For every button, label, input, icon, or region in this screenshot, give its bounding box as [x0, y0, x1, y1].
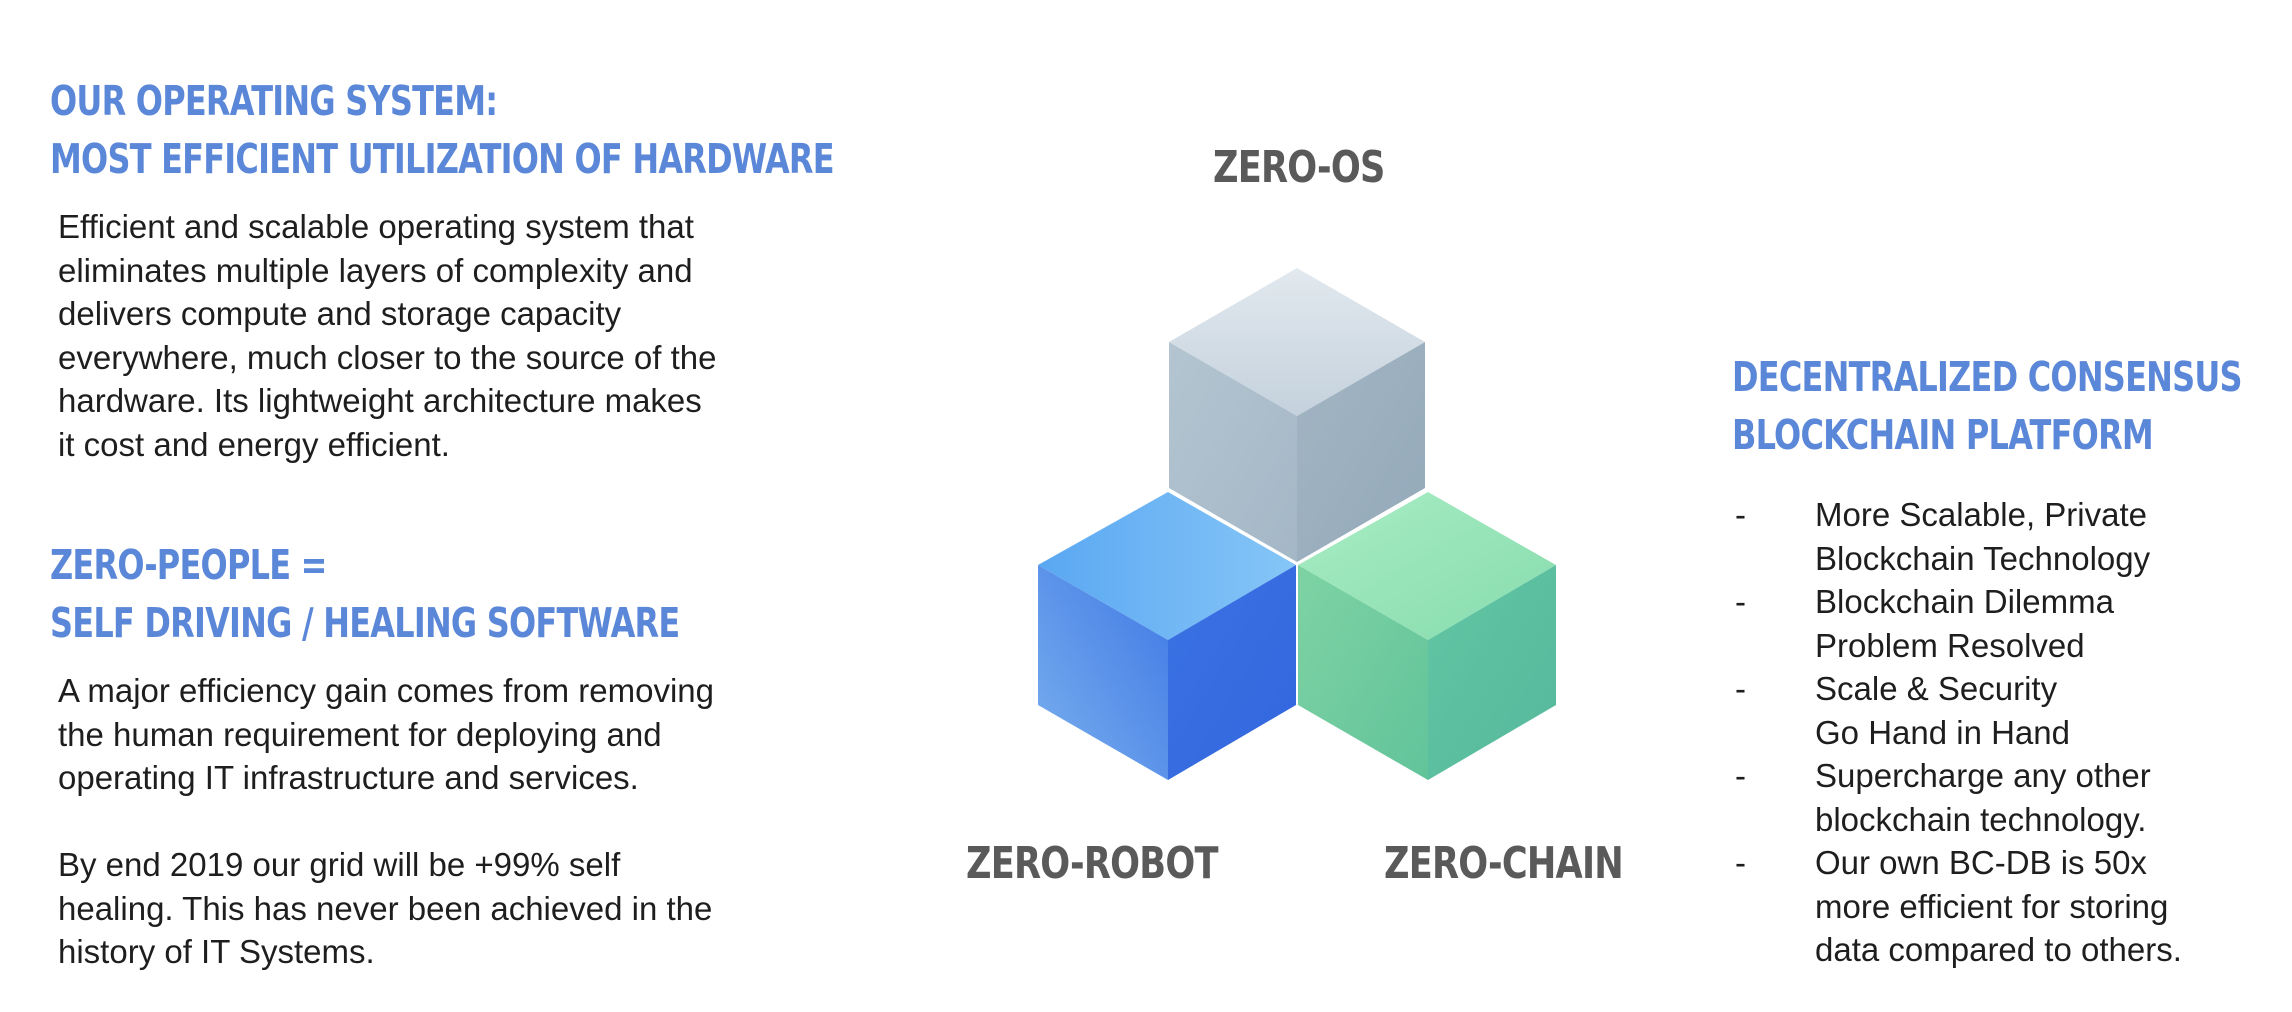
os-description: Efficient and scalable operating system … [58, 205, 717, 466]
bullet-dash: - [1735, 583, 1746, 620]
chain-heading-line1: DECENTRALIZED CONSENSUS [1732, 353, 2243, 401]
os-heading-line2: MOST EFFICIENT UTILIZATION OF HARDWARE [50, 135, 835, 183]
bullet-line: blockchain technology. [1815, 800, 2147, 838]
bullet-dash: - [1735, 844, 1746, 881]
people-heading-line1: ZERO-PEOPLE = [50, 541, 327, 589]
zero-chain-cube-right [1428, 565, 1556, 780]
zero-os-cube-left [1169, 342, 1297, 562]
chain-bullet-list: - More Scalable, Private Blockchain Tech… [1735, 493, 2182, 972]
chain-bullet-item: - Blockchain Dilemma Problem Resolved [1735, 580, 2182, 667]
os-description-line: everywhere, much closer to the source of… [58, 338, 717, 376]
grid-description-line: history of IT Systems. [58, 933, 375, 970]
os-description-line: Efficient and scalable operating system … [58, 208, 694, 245]
zero-os-label: ZERO-OS [1213, 142, 1385, 193]
zero-robot-cube-top [1038, 492, 1296, 640]
bullet-line: Our own BC-DB is 50x [1815, 844, 2147, 881]
bullet-line: Scale & Security [1815, 670, 2058, 707]
bullet-dash: - [1735, 496, 1746, 533]
bullet-line: Go Hand in Hand [1815, 713, 2070, 751]
os-heading: OUR OPERATING SYSTEM: MOST EFFICIENT UTI… [50, 72, 835, 188]
bullet-line: Blockchain Dilemma [1815, 583, 2114, 620]
people-description: A major efficiency gain comes from remov… [58, 669, 714, 800]
grid-description-line: By end 2019 our grid will be +99% self [58, 846, 621, 883]
zero-robot-label: ZERO-ROBOT [966, 838, 1218, 889]
zero-os-cube [1169, 268, 1425, 562]
people-heading-line2: SELF DRIVING / HEALING SOFTWARE [50, 599, 680, 647]
os-description-line: hardware. Its lightweight architecture m… [58, 382, 702, 419]
chain-heading: DECENTRALIZED CONSENSUS BLOCKCHAIN PLATF… [1732, 348, 2243, 464]
people-description-line: the human requirement for deploying and [58, 715, 662, 753]
cubes-diagram [1038, 268, 1556, 780]
bullet-line: Supercharge any other [1815, 757, 2151, 794]
bullet-line: more efficient for storing [1815, 887, 2169, 925]
chain-heading-line2: BLOCKCHAIN PLATFORM [1732, 411, 2154, 459]
os-description-line: it cost and energy efficient. [58, 425, 450, 463]
os-description-line: delivers compute and storage capacity [58, 295, 622, 332]
grid-description: By end 2019 our grid will be +99% self h… [58, 843, 712, 974]
bullet-line: Problem Resolved [1815, 626, 2085, 664]
chain-bullet-item: - Our own BC-DB is 50x more efficient fo… [1735, 841, 2182, 972]
zero-chain-cube [1298, 492, 1556, 780]
zero-chain-label: ZERO-CHAIN [1384, 838, 1624, 889]
os-heading-line1: OUR OPERATING SYSTEM: [50, 77, 498, 125]
bullet-line: Blockchain Technology [1815, 539, 2151, 577]
zero-robot-cube-right [1168, 565, 1296, 780]
bullet-dash: - [1735, 670, 1746, 707]
chain-bullet-item: - Supercharge any other blockchain techn… [1735, 754, 2182, 841]
bullet-line: More Scalable, Private [1815, 496, 2147, 533]
zero-chain-cube-top [1298, 492, 1556, 640]
os-description-line: eliminates multiple layers of complexity… [58, 251, 693, 289]
bullet-dash: - [1735, 757, 1746, 794]
grid-description-line: healing. This has never been achieved in… [58, 889, 713, 927]
zero-os-cube-right [1297, 342, 1425, 562]
zero-robot-cube-left [1038, 565, 1168, 780]
people-description-line: A major efficiency gain comes from remov… [58, 672, 714, 709]
people-description-line: operating IT infrastructure and services… [58, 759, 639, 796]
people-heading: ZERO-PEOPLE = SELF DRIVING / HEALING SOF… [50, 536, 680, 652]
bullet-line: data compared to others. [1815, 931, 2182, 968]
chain-bullet-item: - Scale & Security Go Hand in Hand [1735, 667, 2182, 754]
chain-bullet-item: - More Scalable, Private Blockchain Tech… [1735, 493, 2182, 580]
zero-robot-cube [1038, 492, 1296, 780]
zero-chain-cube-left [1298, 565, 1428, 780]
